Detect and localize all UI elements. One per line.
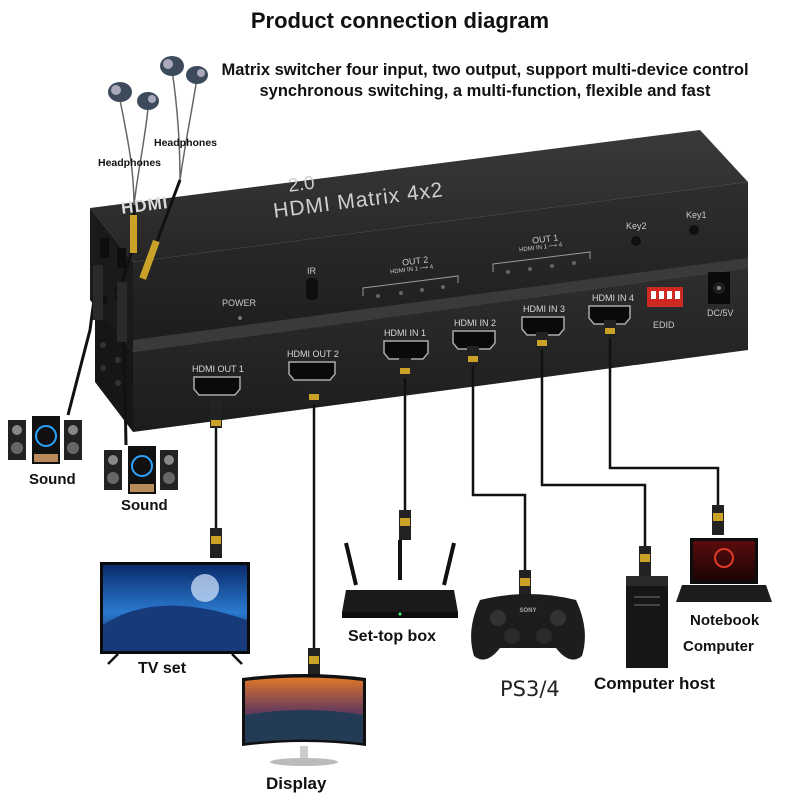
ir-label: IR xyxy=(307,266,316,276)
display-icon xyxy=(242,674,366,766)
key2-label: Key2 xyxy=(626,221,647,231)
cable-in3-host xyxy=(540,345,647,555)
out2-bracket xyxy=(362,275,459,296)
port-label-out2: HDMI OUT 2 xyxy=(287,349,339,359)
key2-button xyxy=(631,236,641,246)
headphones-label-1: Headphones xyxy=(98,157,162,169)
port-label-out1: HDMI OUT 1 xyxy=(192,364,244,374)
ir-window xyxy=(306,278,318,300)
hdmi-in2-port xyxy=(452,330,496,350)
dc-label: DC/5V xyxy=(707,308,734,318)
computer-host-label: Computer host xyxy=(594,674,715,693)
settop-label: Set-top box xyxy=(348,628,436,645)
port-label-in1: HDMI IN 1 xyxy=(384,328,427,338)
audio-plugs xyxy=(93,215,160,342)
hdmi-in3-port xyxy=(521,316,565,336)
headphones-icon xyxy=(108,56,208,206)
hdmi-in4-port xyxy=(588,305,631,325)
version-label: 2.0 xyxy=(287,172,316,197)
edid-label: EDID xyxy=(653,320,675,330)
key1-label: Key1 xyxy=(686,210,707,220)
headphones-label-2: Headphones xyxy=(154,137,218,149)
tv-label: TV set xyxy=(138,660,187,677)
port-label-in2: HDMI IN 2 xyxy=(454,318,497,328)
port-label-in3: HDMI IN 3 xyxy=(523,304,566,314)
set-top-box-icon xyxy=(342,540,458,618)
sound-label-1: Sound xyxy=(29,471,76,488)
diagram-title: Product connection diagram xyxy=(250,8,550,33)
sound-system-2-icon xyxy=(104,446,178,494)
notebook-label-line1: Notebook xyxy=(690,612,760,629)
computer-host-icon xyxy=(626,576,668,668)
display-label: Display xyxy=(266,774,327,793)
hdmi-cables xyxy=(214,333,720,672)
hdmi-in1-port xyxy=(383,340,429,360)
tv-icon xyxy=(100,562,250,665)
sound-label-2: Sound xyxy=(121,497,168,514)
hdmi-out1-port xyxy=(193,376,241,396)
gamepad-icon: SONY xyxy=(471,594,585,660)
matrix-upper-unit xyxy=(90,130,748,352)
notebook-label-line2: Computer xyxy=(683,638,754,655)
power-led xyxy=(238,316,242,320)
hdmi-plugs xyxy=(210,320,724,678)
sound-system-1-icon xyxy=(8,416,82,464)
port-label-in4: HDMI IN 4 xyxy=(592,293,635,303)
hdmi-out2-port xyxy=(288,361,336,381)
svg-text:SONY: SONY xyxy=(519,608,536,614)
matrix-lower-unit xyxy=(95,258,748,432)
cable-in4-notebook xyxy=(608,333,720,528)
out1-bracket xyxy=(492,251,591,272)
power-label: POWER xyxy=(222,298,257,308)
key1-button xyxy=(689,225,699,235)
cable-in2-ps xyxy=(471,361,527,582)
diagram-subtitle: Matrix switcher four input, two output, … xyxy=(221,61,749,100)
notebook-icon xyxy=(676,538,772,602)
ps-label: PS3/4 xyxy=(500,677,560,701)
